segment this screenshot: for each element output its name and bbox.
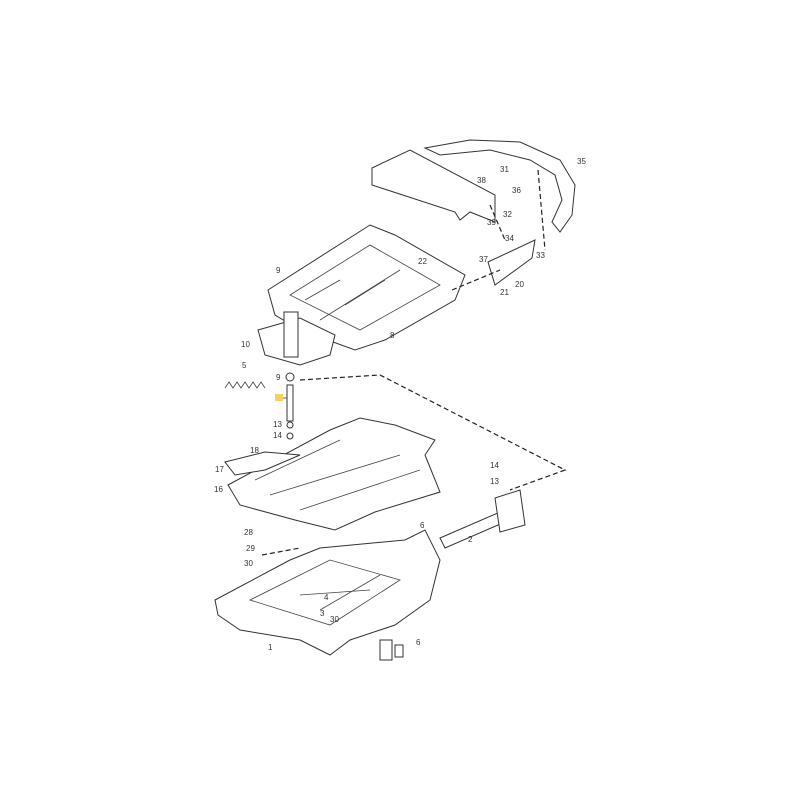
part-floor-plate bbox=[227, 417, 441, 531]
callout-1[interactable]: 1 bbox=[268, 643, 273, 652]
callout-30-left[interactable]: 30 bbox=[244, 559, 253, 568]
callout-9-upper[interactable]: 9 bbox=[276, 266, 281, 275]
part-rear-bumper bbox=[423, 139, 576, 233]
callout-18[interactable]: 18 bbox=[250, 446, 259, 455]
callout-3[interactable]: 3 bbox=[320, 609, 325, 618]
part-cover-plate bbox=[371, 149, 496, 223]
part-pivot-tube bbox=[283, 311, 299, 358]
highlighted-part-label[interactable] bbox=[275, 394, 283, 401]
callout-14-left[interactable]: 14 bbox=[273, 431, 282, 440]
callout-17[interactable]: 17 bbox=[215, 465, 224, 474]
callout-8[interactable]: 8 bbox=[390, 331, 395, 340]
callout-9-lower[interactable]: 9 bbox=[276, 373, 281, 382]
part-spring bbox=[224, 381, 266, 389]
callout-6-upper[interactable]: 6 bbox=[420, 521, 425, 530]
callout-13-left[interactable]: 13 bbox=[273, 420, 282, 429]
callout-16[interactable]: 16 bbox=[214, 485, 223, 494]
callout-35[interactable]: 35 bbox=[577, 157, 586, 166]
callout-6-lower[interactable]: 6 bbox=[416, 638, 421, 647]
part-bracket bbox=[487, 239, 536, 286]
leader-dashed bbox=[299, 374, 567, 491]
callout-31[interactable]: 31 bbox=[500, 165, 509, 174]
callout-28[interactable]: 28 bbox=[244, 528, 253, 537]
callout-37[interactable]: 37 bbox=[479, 255, 488, 264]
part-pin bbox=[286, 384, 294, 422]
callout-10[interactable]: 10 bbox=[241, 340, 250, 349]
part-main-frame bbox=[214, 529, 441, 656]
callout-38[interactable]: 38 bbox=[477, 176, 486, 185]
callout-33[interactable]: 33 bbox=[536, 251, 545, 260]
callout-14-right[interactable]: 14 bbox=[490, 461, 499, 470]
callout-34[interactable]: 34 bbox=[505, 234, 514, 243]
callout-5[interactable]: 5 bbox=[242, 361, 247, 370]
callout-32[interactable]: 32 bbox=[503, 210, 512, 219]
callout-36[interactable]: 36 bbox=[512, 186, 521, 195]
callout-21[interactable]: 21 bbox=[500, 288, 509, 297]
callout-29[interactable]: 29 bbox=[246, 544, 255, 553]
part-floor-mat bbox=[224, 451, 301, 476]
callout-2[interactable]: 2 bbox=[468, 535, 473, 544]
callout-13-right[interactable]: 13 bbox=[490, 477, 499, 486]
part-axle-bracket bbox=[494, 489, 526, 533]
callout-30-right[interactable]: 30 bbox=[330, 615, 339, 624]
callout-22[interactable]: 22 bbox=[418, 257, 427, 266]
callout-20[interactable]: 20 bbox=[515, 280, 524, 289]
callout-4[interactable]: 4 bbox=[324, 593, 329, 602]
callout-39[interactable]: 39 bbox=[487, 218, 496, 227]
